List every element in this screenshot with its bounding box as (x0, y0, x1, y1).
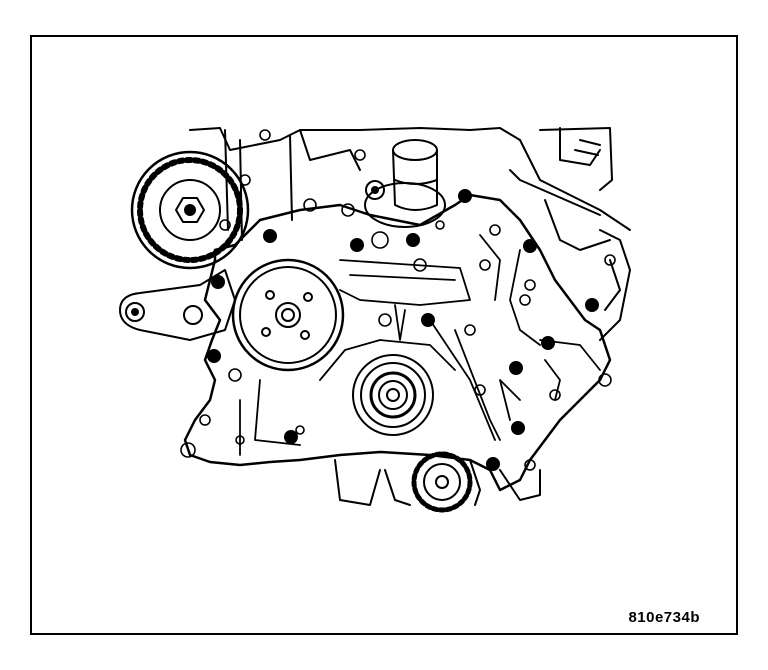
timing-chain-cover (183, 193, 612, 492)
cover-holes (180, 129, 616, 471)
figure-frame (30, 35, 738, 635)
cover-ribs (239, 234, 601, 456)
water-pump-pulley (231, 258, 345, 372)
figure-id-label: 810e734b (628, 609, 700, 626)
mounting-bolts (207, 189, 599, 471)
lower-chain-sprocket (334, 451, 541, 513)
crankshaft-seal (352, 354, 434, 436)
cam-sprocket (130, 150, 250, 270)
engine-block-top (189, 127, 631, 341)
thermostat-housing-outlet (364, 139, 446, 228)
